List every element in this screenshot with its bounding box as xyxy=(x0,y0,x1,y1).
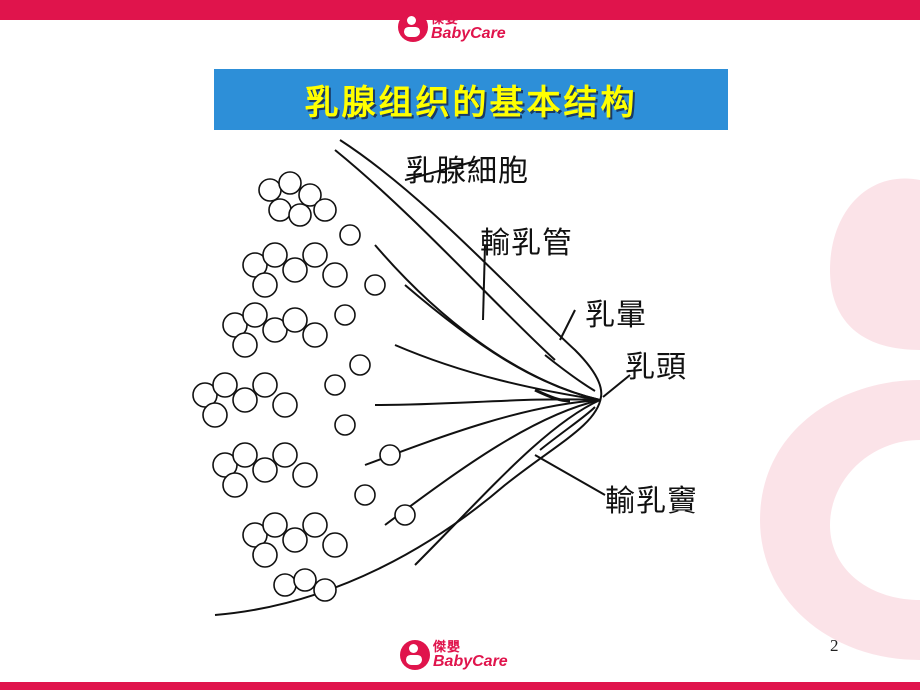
top-accent-bar xyxy=(0,0,920,20)
label-nipple: 乳頭 xyxy=(625,350,687,385)
brand-logo-top: 傑嬰 BabyCare xyxy=(398,12,506,42)
slide-title-banner: 乳腺组织的基本结构 xyxy=(214,69,728,130)
label-lactiferous-sinus: 輸乳竇 xyxy=(605,484,698,519)
label-mammary-cells: 乳腺細胞 xyxy=(405,154,529,189)
label-areola: 乳暈 xyxy=(585,298,647,333)
babycare-logo-icon xyxy=(400,640,430,670)
bottom-accent-bar xyxy=(0,682,920,690)
label-lactiferous-duct: 輸乳管 xyxy=(480,226,573,261)
brand-english-name: BabyCare xyxy=(431,24,506,42)
decorative-background-shape xyxy=(760,178,920,660)
babycare-logo-icon xyxy=(398,12,428,42)
brand-chinese-name: 傑嬰 xyxy=(431,11,460,27)
brand-chinese-name: 傑嬰 xyxy=(433,639,462,655)
mammary-gland-diagram xyxy=(192,139,631,616)
slide-title: 乳腺组织的基本结构 xyxy=(304,83,638,123)
page-number: 2 xyxy=(830,636,839,655)
brand-english-name: BabyCare xyxy=(433,652,508,670)
brand-logo-bottom: 傑嬰 BabyCare xyxy=(400,640,508,670)
